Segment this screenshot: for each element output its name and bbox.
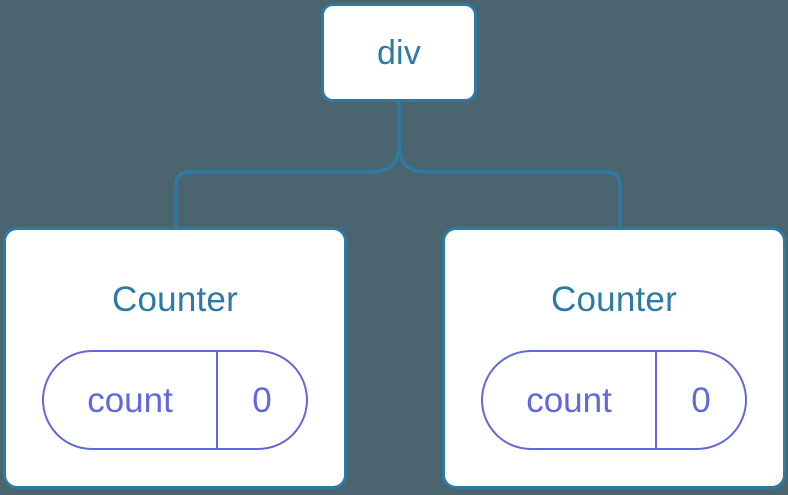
state-pill-left-value: 0 — [252, 380, 272, 420]
state-pill-left-value-cell: 0 — [218, 352, 306, 448]
state-pill-right-value: 0 — [691, 380, 711, 420]
state-pill-right-key-cell: count — [483, 352, 657, 448]
node-div-label: div — [376, 33, 422, 72]
connector-root-to-right-child — [397, 143, 622, 230]
state-pill-left[interactable]: count 0 — [42, 350, 308, 450]
node-counter-right-title: Counter — [551, 280, 677, 319]
connector-root-to-children — [174, 99, 401, 230]
node-div[interactable]: div — [321, 3, 477, 102]
state-pill-left-key-cell: count — [44, 352, 218, 448]
state-pill-left-key: count — [87, 380, 173, 420]
node-counter-left[interactable]: Counter count 0 — [3, 227, 347, 489]
state-pill-right-key: count — [526, 380, 612, 420]
state-pill-right[interactable]: count 0 — [481, 350, 747, 450]
state-pill-right-value-cell: 0 — [657, 352, 745, 448]
node-counter-right[interactable]: Counter count 0 — [442, 227, 786, 489]
node-counter-left-title: Counter — [112, 280, 238, 319]
